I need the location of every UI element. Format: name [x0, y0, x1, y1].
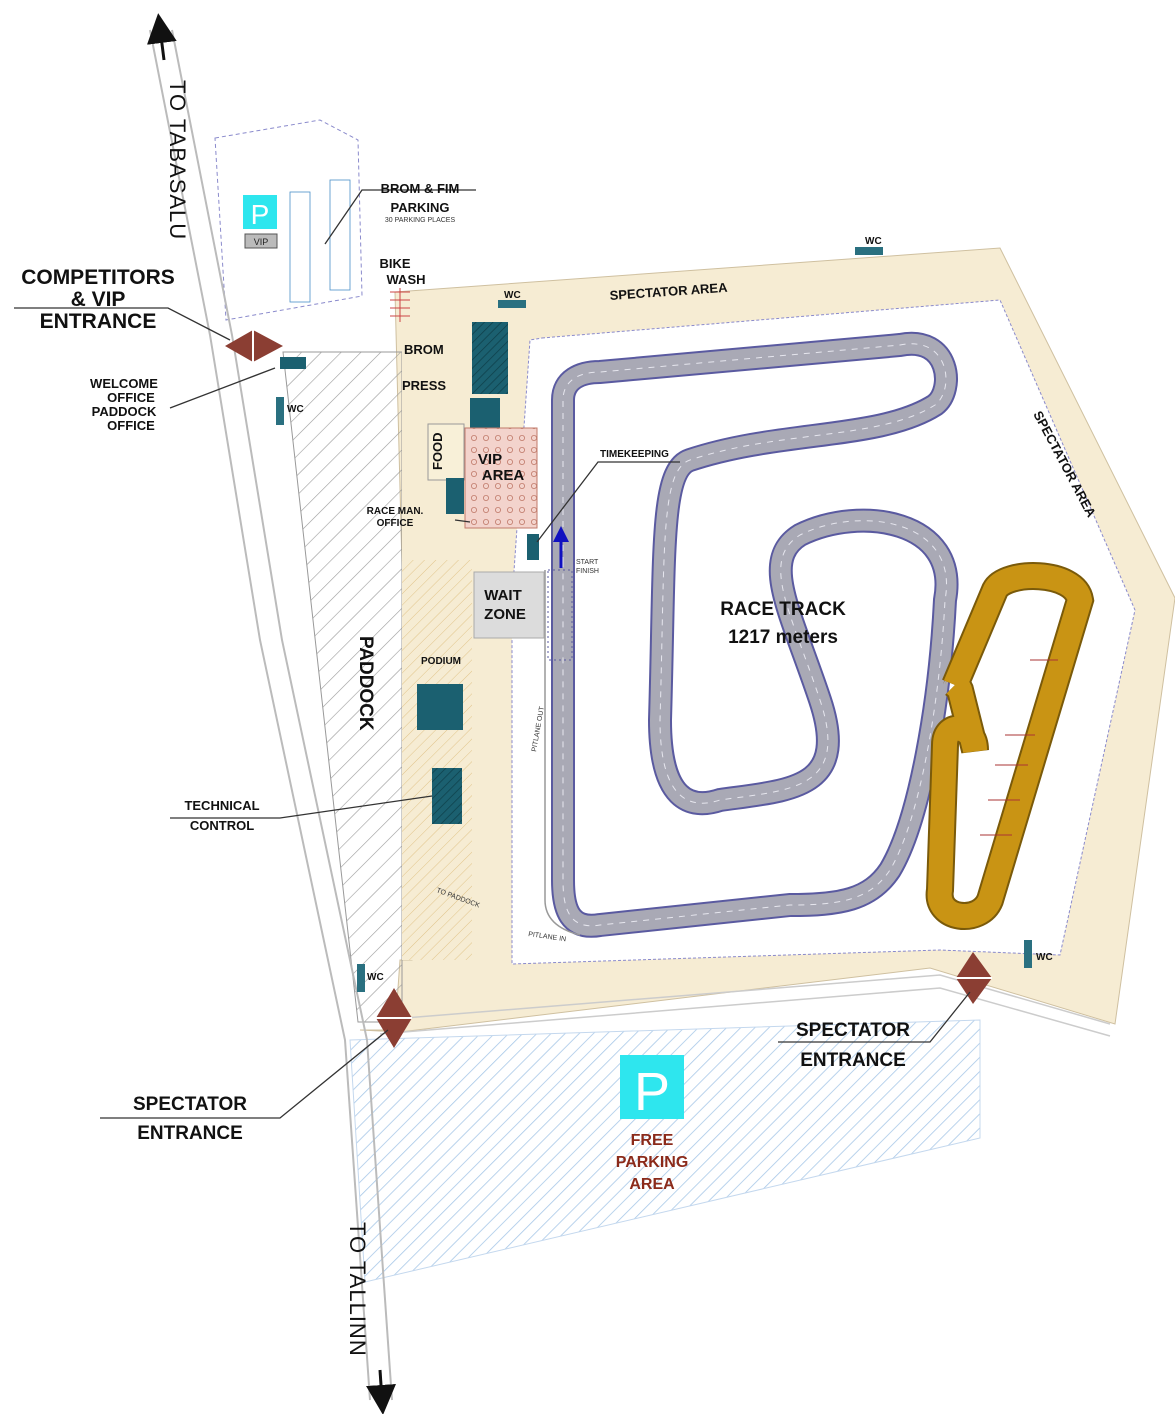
wc-label-north: WC [865, 236, 882, 247]
race-management-office [446, 478, 464, 514]
technical-control-block [432, 768, 462, 824]
free-parking-symbol: P [634, 1062, 670, 1122]
road-label-south: TO TALLINN [345, 1222, 370, 1357]
north-arrow [146, 13, 177, 61]
brom-label: BROM [404, 342, 444, 357]
brom-fim-parking-enclosure [214, 119, 363, 321]
welcome-office-block [280, 357, 306, 369]
bike-wash-stalls [390, 288, 410, 322]
free-parking-label-1: FREE [631, 1132, 674, 1149]
wait-zone-block [473, 571, 545, 639]
leader-spectator-west [100, 1029, 389, 1119]
competitors-entrance-label-1: COMPETITORS [21, 266, 175, 289]
competitors-entrance-label-2: & VIP [71, 288, 126, 311]
vip-tag-label: VIP [254, 237, 269, 247]
brom-building [472, 322, 508, 394]
vip-area-label-2: AREA [482, 467, 525, 484]
technical-control-label-2: CONTROL [190, 818, 254, 833]
leader-timekeeping [536, 461, 680, 543]
spectator-entrance-east-marker [956, 952, 992, 1004]
food-label: FOOD [430, 432, 445, 470]
technical-control-label-1: TECHNICAL [184, 798, 259, 813]
welcome-office-label-1: WELCOME [90, 376, 158, 391]
free-parking-area [349, 1019, 981, 1283]
bike-wash-label-1: BIKE [379, 256, 410, 271]
brom-fim-parking-label-2: PARKING [391, 200, 450, 215]
podium-label: PODIUM [421, 656, 461, 667]
south-arrow [366, 1369, 396, 1414]
podium-block [417, 684, 463, 730]
main-road [149, 29, 371, 1401]
spectator-entrance-east-label-1: SPECTATOR [796, 1020, 910, 1041]
race-track-label: RACE TRACK [720, 599, 846, 620]
start-finish-arrow [553, 526, 569, 568]
finish-label: FINISH [576, 568, 599, 575]
wait-zone-label-2: ZONE [484, 606, 526, 623]
vip-area-block [464, 427, 538, 529]
wc-label-east: WC [1036, 952, 1053, 963]
start-label: START [576, 559, 599, 566]
road-label-north: TO TABASALU [165, 80, 190, 240]
press-label: PRESS [402, 378, 446, 393]
race-management-label-2: OFFICE [377, 518, 414, 529]
paddock-label: PADDOCK [355, 636, 376, 731]
free-parking-label-2: PARKING [616, 1154, 689, 1171]
welcome-office-label-2: OFFICE [107, 390, 155, 405]
leader-race-management [454, 519, 471, 523]
secondary-track-crossbars [980, 659, 1058, 836]
wait-zone-label-1: WAIT [484, 587, 522, 604]
race-track-centerline [562, 343, 948, 927]
leader-technical-control [170, 795, 433, 819]
brom-fim-parking-label-1: BROM & FIM [381, 181, 460, 196]
competitors-entrance-marker [225, 330, 283, 362]
spectator-entrance-west-label-2: ENTRANCE [137, 1123, 243, 1144]
access-road-2 [379, 987, 1111, 1037]
brom-fim-parking-symbol: P [251, 199, 270, 230]
wc-label-top: WC [504, 290, 521, 301]
press-building [470, 398, 500, 428]
wc-label-paddock-top: WC [287, 404, 304, 415]
wc-label-paddock-bottom: WC [367, 972, 384, 983]
timekeeping-label: TIMEKEEPING [600, 449, 669, 460]
spectator-entrance-west-label-1: SPECTATOR [133, 1094, 247, 1115]
race-management-label-1: RACE MAN. [367, 506, 424, 517]
pitlane [544, 570, 581, 936]
free-parking-sign [620, 1055, 684, 1119]
secondary-track-surface [927, 564, 1093, 928]
access-road [379, 974, 1111, 1025]
vip-tag [244, 233, 278, 249]
main-road-edge [171, 29, 393, 1401]
pit-hatch-area [402, 560, 472, 960]
bike-wash-label-2: WASH [387, 272, 426, 287]
leader-spectator-east [778, 991, 971, 1043]
brom-fim-parking-stalls [289, 179, 351, 303]
free-parking-label-3: AREA [629, 1176, 675, 1193]
leader-brom-fim-parking [324, 189, 476, 245]
wc-blocks [276, 247, 1032, 992]
race-track-length: 1217 meters [728, 627, 838, 648]
brom-fim-parking-note: 30 PARKING PLACES [385, 217, 456, 224]
welcome-office-label-4: OFFICE [107, 418, 155, 433]
competitors-entrance-label-3: ENTRANCE [40, 310, 157, 333]
leader-welcome-office [169, 367, 276, 409]
spectator-entrance-east-label-2: ENTRANCE [800, 1050, 906, 1071]
leader-competitors-entrance [14, 307, 231, 341]
welcome-office-label-3: PADDOCK [92, 404, 157, 419]
vip-area-label-1: VIP [478, 451, 502, 468]
start-grid [547, 569, 573, 661]
timekeeping-building [527, 534, 539, 560]
food-stand [427, 423, 465, 481]
brom-fim-parking-sign [243, 195, 277, 229]
